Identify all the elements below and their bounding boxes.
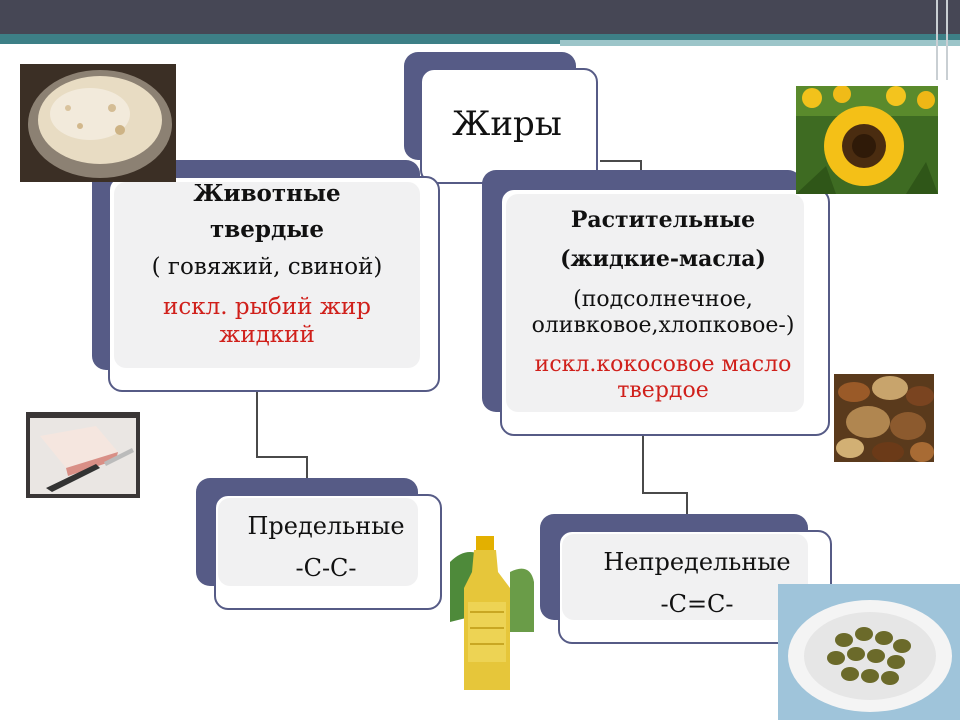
saturated-title: Предельные — [247, 512, 405, 540]
connector-plant-to-unsaturated — [642, 492, 688, 494]
slide-header-stripe — [0, 34, 960, 44]
connector-animal-to-saturated — [306, 456, 308, 478]
photo-oil-bottle — [450, 532, 534, 698]
animal-examples: ( говяжий, свиной) — [151, 254, 383, 280]
node-inner — [562, 534, 808, 620]
plant-exception-detail: твердое — [617, 378, 709, 403]
node-inner — [218, 498, 418, 586]
node-fats-title: Жиры — [452, 104, 562, 144]
unsaturated-formula: -С=С- — [660, 590, 734, 618]
animal-subtitle: твердые — [210, 216, 324, 243]
connector — [600, 160, 642, 162]
plant-exception: искл.кокосовое масло — [534, 352, 792, 377]
plant-subtitle: (жидкие-масла) — [560, 246, 766, 272]
connector-plant-to-unsaturated — [642, 432, 644, 494]
photo-lard — [26, 412, 140, 498]
photo-nuts — [834, 374, 934, 462]
connector-animal-to-saturated — [256, 388, 258, 458]
node-card — [420, 68, 598, 184]
unsaturated-title: Непредельные — [603, 548, 791, 576]
connector-animal-to-saturated — [256, 456, 308, 458]
plant-examples: (подсолнечное, — [573, 287, 753, 312]
slide-header-stripe-light — [560, 40, 960, 46]
saturated-formula: -С-С- — [295, 554, 357, 582]
slide-edge-line — [936, 0, 938, 80]
photo-sunflower — [796, 86, 938, 194]
slide-header-bar — [0, 0, 960, 34]
photo-bowl-of-fat — [20, 64, 176, 182]
slide-edge-line — [946, 0, 948, 80]
plant-title: Растительные — [570, 207, 756, 233]
photo-olives — [778, 584, 960, 720]
node-inner — [506, 194, 804, 412]
node-inner — [114, 182, 420, 368]
plant-examples-cont: оливковое,хлопковое-) — [531, 313, 795, 338]
animal-exception: искл. рыбий жир — [163, 294, 371, 320]
animal-title: Животные — [193, 180, 341, 207]
connector-plant-to-unsaturated — [686, 492, 688, 514]
animal-exception-detail: жидкий — [219, 322, 315, 348]
